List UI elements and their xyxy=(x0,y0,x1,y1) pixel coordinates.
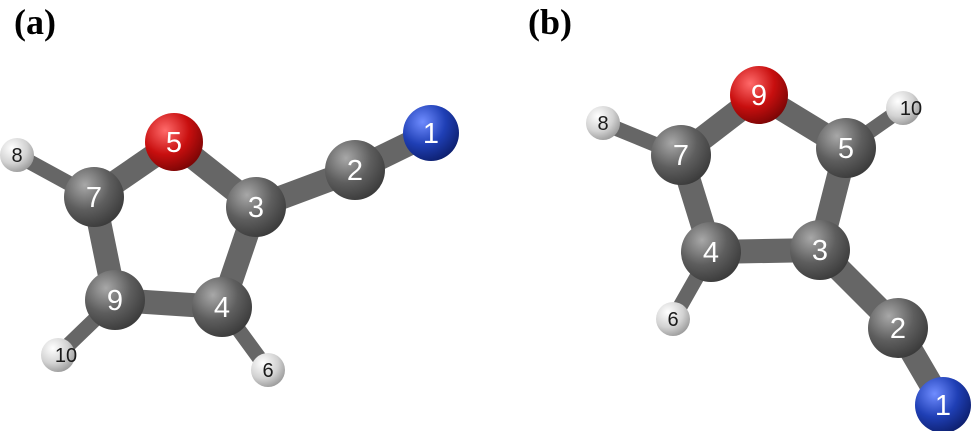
atom-sphere xyxy=(251,353,285,387)
atom-h-10: 10 xyxy=(41,338,77,372)
atom-label: 9 xyxy=(107,285,123,317)
atom-sphere xyxy=(325,140,385,200)
atom-h-8: 8 xyxy=(586,106,620,140)
atom-label: 8 xyxy=(597,113,608,135)
panel-a-label: (a) xyxy=(14,2,56,42)
atom-n-1: 1 xyxy=(915,377,971,431)
atom-c-4: 4 xyxy=(681,222,741,282)
atom-sphere xyxy=(192,277,252,337)
atom-sphere xyxy=(85,270,145,330)
atom-c-3: 3 xyxy=(226,177,286,237)
atom-label: 10 xyxy=(55,345,77,367)
atom-label: 4 xyxy=(214,292,230,324)
atom-label: 1 xyxy=(935,390,951,422)
atom-label: 6 xyxy=(667,309,678,331)
atom-sphere xyxy=(868,298,928,358)
atom-c-2: 2 xyxy=(868,298,928,358)
atom-label: 2 xyxy=(890,313,906,345)
atom-sphere xyxy=(586,106,620,140)
atom-sphere xyxy=(816,118,876,178)
atom-label: 2 xyxy=(347,155,363,187)
atom-c-2: 2 xyxy=(325,140,385,200)
atom-c-9: 9 xyxy=(85,270,145,330)
atom-label: 6 xyxy=(262,360,273,382)
atom-sphere xyxy=(145,113,203,171)
atom-sphere xyxy=(886,91,920,125)
atom-sphere xyxy=(226,177,286,237)
atom-label: 1 xyxy=(423,118,439,150)
atom-sphere xyxy=(915,377,971,431)
atom-label: 8 xyxy=(11,145,22,167)
atom-h-6: 6 xyxy=(656,302,690,336)
atom-c-5: 5 xyxy=(816,118,876,178)
atom-sphere xyxy=(64,167,124,227)
atom-o-9: 9 xyxy=(730,66,788,124)
atom-sphere xyxy=(790,220,850,280)
atom-h-10: 10 xyxy=(886,91,922,125)
atom-n-1: 1 xyxy=(403,105,459,161)
atom-sphere xyxy=(651,125,711,185)
atom-label: 7 xyxy=(86,182,102,214)
atom-o-5: 5 xyxy=(145,113,203,171)
atom-sphere xyxy=(681,222,741,282)
atom-label: 7 xyxy=(673,140,689,172)
atom-label: 5 xyxy=(838,133,854,165)
molecule-a: 1 2 3 4 5 6 7 8 9 10 xyxy=(0,105,459,387)
atom-h-6: 6 xyxy=(251,353,285,387)
atom-sphere xyxy=(41,338,75,372)
atom-h-8: 8 xyxy=(0,138,34,172)
atom-c-4: 4 xyxy=(192,277,252,337)
atom-label: 10 xyxy=(900,98,922,120)
atom-label: 3 xyxy=(812,235,828,267)
panel-b-label: (b) xyxy=(528,2,572,42)
atom-c-7: 7 xyxy=(64,167,124,227)
atom-sphere xyxy=(656,302,690,336)
atom-c-3: 3 xyxy=(790,220,850,280)
atom-c-7: 7 xyxy=(651,125,711,185)
atom-label: 5 xyxy=(166,127,182,159)
atom-sphere xyxy=(0,138,34,172)
atom-label: 3 xyxy=(248,192,264,224)
molecule-b: 1 2 3 4 5 6 7 8 9 10 xyxy=(586,66,971,431)
atom-label: 9 xyxy=(751,80,767,112)
atom-sphere xyxy=(403,105,459,161)
atom-label: 4 xyxy=(703,237,719,269)
atom-sphere xyxy=(730,66,788,124)
